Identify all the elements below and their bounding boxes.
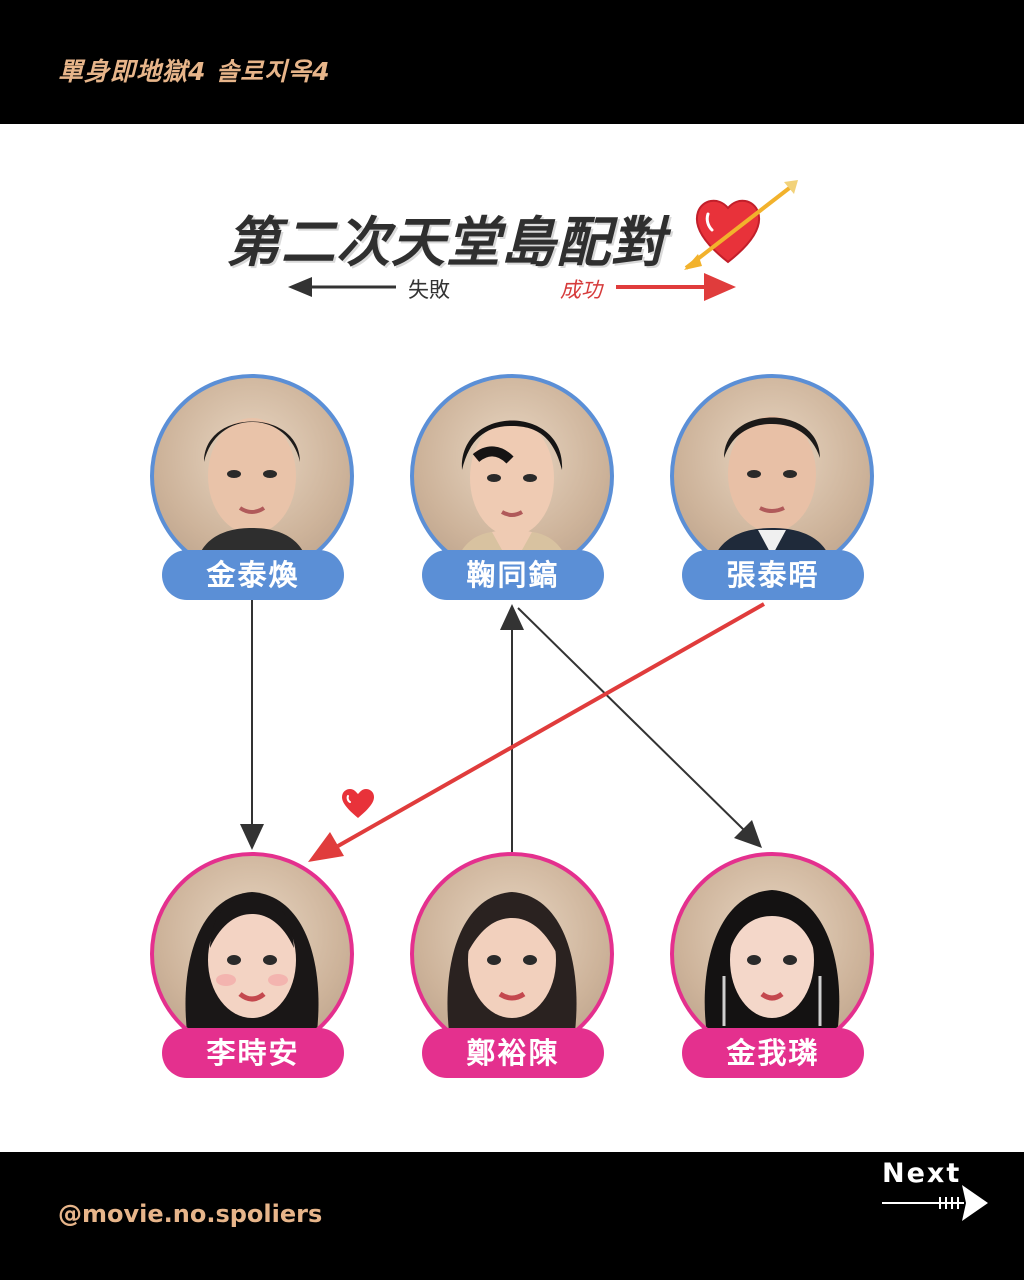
next-button[interactable]: Next xyxy=(876,1158,996,1230)
person-card-jeong-yujin: 鄭裕陳 xyxy=(410,852,616,1082)
person-card-jang-taeoh: 張泰晤 xyxy=(670,374,876,604)
legend-arrows xyxy=(288,273,736,301)
header-title: 單身即地獄4 솔로지옥4 xyxy=(58,57,331,86)
heart-arrow-icon xyxy=(684,180,798,270)
avatar xyxy=(410,852,614,1056)
next-label: Next xyxy=(882,1158,962,1189)
name-label: 金我璘 xyxy=(682,1028,864,1078)
name-label: 李時安 xyxy=(162,1028,344,1078)
name-label: 張泰晤 xyxy=(682,550,864,600)
heart-icon xyxy=(342,789,374,818)
diagram-title: 第二次天堂島配對 xyxy=(226,211,666,274)
legend-success-label: 成功 xyxy=(560,278,602,302)
avatar xyxy=(670,852,874,1056)
avatar xyxy=(150,852,354,1056)
person-card-kook-dongho: 鞠同鎬 xyxy=(410,374,616,604)
person-card-kim-arin: 金我璘 xyxy=(670,852,876,1082)
header-bar xyxy=(0,0,1024,124)
person-card-lee-sian: 李時安 xyxy=(150,852,356,1082)
link-jang-taeoh-to-lee-sian xyxy=(337,602,765,848)
avatar xyxy=(670,374,874,578)
avatar xyxy=(410,374,614,578)
name-label: 鞠同鎬 xyxy=(422,550,604,600)
person-card-kim-taehwan: 金泰煥 xyxy=(150,374,356,604)
right-arrow-icon xyxy=(882,1185,988,1221)
name-label: 金泰煥 xyxy=(162,550,344,600)
footer-bar xyxy=(0,1152,1024,1280)
name-label: 鄭裕陳 xyxy=(422,1028,604,1078)
link-kook-dongho-to-kim-arin xyxy=(517,607,747,833)
account-handle: @movie.no.spoliers xyxy=(58,1200,323,1228)
pairing-links xyxy=(240,600,765,862)
avatar xyxy=(150,374,354,578)
legend-fail-label: 失敗 xyxy=(408,278,450,302)
